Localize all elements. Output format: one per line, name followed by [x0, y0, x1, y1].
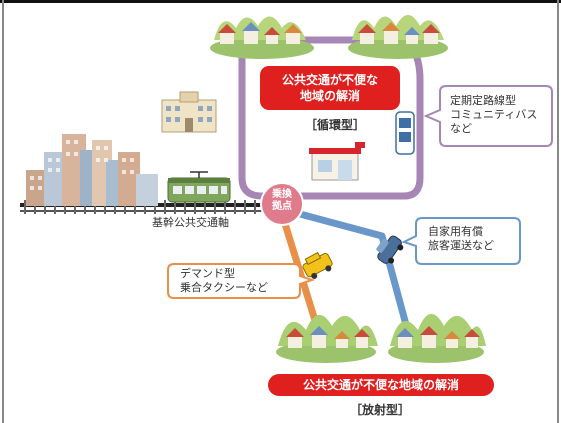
- callout-taxi-line-1: デマンド型: [180, 267, 235, 280]
- left-edge: [2, 0, 4, 423]
- callout-taxi-line-2: 乗合タクシーなど: [180, 281, 268, 294]
- village-illustration-top-left: [210, 16, 314, 59]
- radial-type-label: ［放射型］: [349, 403, 410, 417]
- top-edge: [0, 0, 561, 3]
- private-car-icon: [376, 235, 404, 264]
- callout-private-frame: [401, 217, 521, 265]
- city-buildings-illustration: [26, 134, 158, 206]
- hub-line-1: 乗換: [272, 189, 292, 200]
- village-illustration-top-right: [348, 15, 448, 59]
- loop-problem-line-2: 地域の解消: [299, 89, 360, 103]
- radial-problem-box: 公共交通が不便な地域の解消: [268, 374, 494, 396]
- callout-taxi-frame: [167, 263, 316, 299]
- loop-problem-line-1: 公共交通が不便な: [281, 73, 378, 87]
- loop-problem-box: 公共交通が不便な 地域の解消: [260, 66, 400, 110]
- callout-loop-bus: 定期定路線型 コミュニティバス など: [446, 90, 550, 144]
- callout-loop-bus-line-3: など: [450, 122, 472, 135]
- loop-type-label: ［循環型］: [304, 118, 365, 132]
- callout-private-line-2: 旅客運送など: [428, 239, 494, 252]
- trunk-line-label: 基幹公共交通軸: [152, 216, 229, 229]
- radial-route-blue: [299, 210, 412, 333]
- tram-illustration: [167, 171, 231, 203]
- callout-taxi: デマンド型 乗合タクシーなど: [176, 266, 298, 296]
- village-illustration-bottom-left: [276, 314, 378, 363]
- callout-loop-bus-frame: [423, 85, 553, 147]
- callout-loop-bus-line-2: コミュニティバス: [450, 108, 538, 121]
- hospital-building-illustration: [161, 91, 217, 133]
- demand-taxi-icon: [302, 251, 333, 279]
- callout-private-line-1: 自家用有償: [428, 225, 483, 238]
- transfer-hub-circle: [260, 182, 304, 226]
- callout-loop-bus-line-1: 定期定路線型: [450, 94, 516, 107]
- community-bus-icon: [395, 111, 415, 155]
- village-illustration-bottom-right: [388, 313, 486, 363]
- callout-private: 自家用有償 旅客運送など: [424, 223, 518, 261]
- store-building-illustration: [309, 142, 365, 181]
- right-edge: [557, 0, 559, 423]
- transfer-hub-label: 乗換 拠点: [264, 189, 300, 213]
- hub-line-2: 拠点: [272, 201, 292, 212]
